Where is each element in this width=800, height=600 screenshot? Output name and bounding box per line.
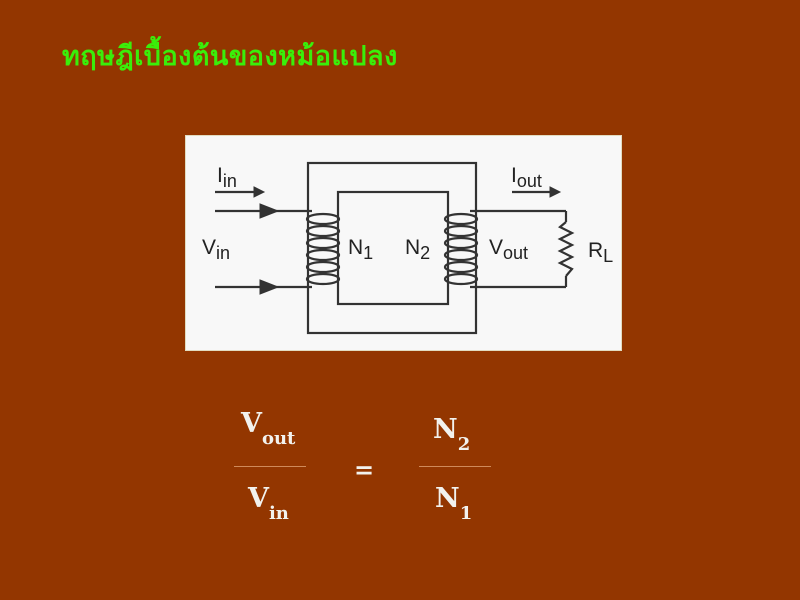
core-outer — [306, 161, 478, 335]
slide-title: ทฤษฎีเบื้องต้นของหม้อแปลง — [62, 41, 398, 72]
output-current-label: Iout — [511, 164, 542, 191]
load-resistor-label: RL — [588, 239, 614, 266]
formula-vout: Vout — [241, 408, 296, 449]
output-current-arrowhead — [549, 186, 562, 198]
input-current-label: Iin — [217, 164, 237, 191]
secondary-turns-label: N2 — [405, 236, 431, 263]
formula-equals-sign: = — [354, 456, 375, 484]
secondary-coil — [443, 212, 479, 286]
transformer-drawing — [215, 161, 575, 335]
transformer-diagram: Iin Vin N1 N2 Iout Vout RL — [185, 135, 622, 351]
primary-coil — [305, 212, 341, 286]
formula-n2: N2 — [433, 414, 471, 455]
core-window — [336, 190, 450, 306]
input-voltage-label: Vin — [202, 236, 231, 263]
input-current-arrowhead — [253, 186, 266, 198]
formula-n1: N1 — [435, 483, 473, 524]
primary-turns-label: N1 — [348, 236, 374, 263]
formula-lhs-fraction-bar — [234, 466, 306, 467]
load-resistor — [557, 221, 575, 277]
formula-rhs-fraction-bar — [419, 466, 491, 467]
input-top-arrowhead — [259, 203, 280, 219]
output-voltage-label: Vout — [489, 236, 529, 263]
formula-vin: Vin — [248, 483, 289, 524]
input-bottom-arrowhead — [259, 279, 280, 295]
